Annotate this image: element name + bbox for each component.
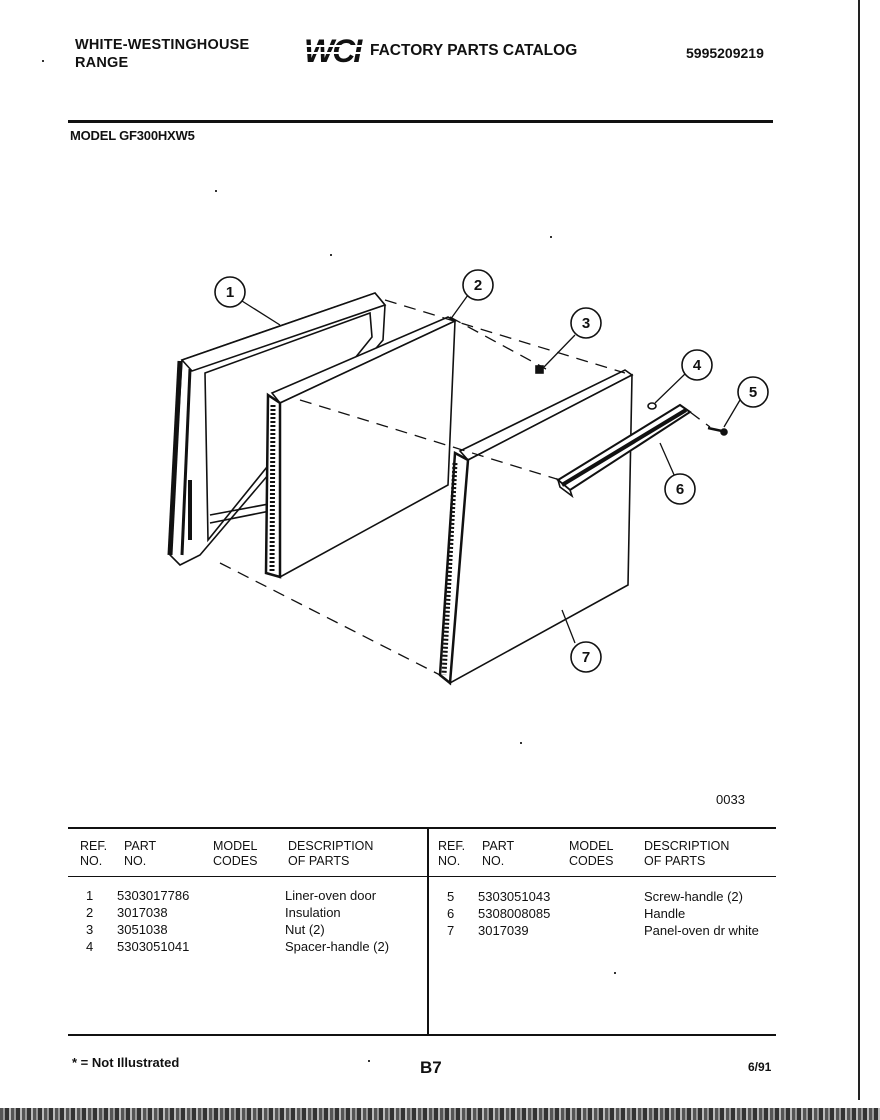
screw-drawing xyxy=(707,426,728,436)
spacer-drawing xyxy=(647,402,657,410)
insulation-drawing xyxy=(264,316,457,579)
part-number: 3051038 xyxy=(117,922,168,937)
header-ref: REF.NO. xyxy=(80,839,108,868)
callout-1-circle xyxy=(214,276,246,308)
wci-logo: WCI xyxy=(302,33,366,67)
scan-speck xyxy=(215,190,217,192)
document-number: 5995209219 xyxy=(686,45,764,61)
part-number: 5303017786 xyxy=(117,888,190,903)
part-number: 3017038 xyxy=(117,905,168,920)
callout-5-circle xyxy=(737,376,769,408)
callout-2: 2 xyxy=(474,277,482,294)
scan-speck xyxy=(614,972,616,974)
table-header-rule xyxy=(68,876,776,877)
part-number: 3017039 xyxy=(478,923,529,938)
ref-number: 1 xyxy=(86,888,94,903)
catalog-title: FACTORY PARTS CATALOG xyxy=(370,42,578,59)
exploded-parts-diagram: 1 2 3 4 5 6 7 xyxy=(167,269,769,686)
figure-code: 0033 xyxy=(716,792,745,807)
callout-2-circle xyxy=(462,269,494,301)
part-description: Insulation xyxy=(285,905,341,920)
scan-speck xyxy=(42,60,44,62)
callout-1: 1 xyxy=(226,284,234,301)
ref-number: 7 xyxy=(447,923,455,938)
brand-name: WHITE-WESTINGHOUSE xyxy=(75,37,250,53)
scan-speck xyxy=(550,236,552,238)
revision-date: 6/91 xyxy=(748,1060,772,1074)
part-description: Panel-oven dr white xyxy=(644,923,759,938)
table-column-divider xyxy=(427,828,429,1036)
page-edge xyxy=(858,0,860,1100)
model-number: MODEL GF300HXW5 xyxy=(70,128,195,143)
header-divider xyxy=(68,120,773,123)
not-illustrated-note: * = Not Illustrated xyxy=(72,1055,180,1070)
product-type: RANGE xyxy=(75,55,129,71)
panel-oven-door-drawing xyxy=(438,369,634,686)
ref-number: 5 xyxy=(447,889,455,904)
part-description: Handle xyxy=(644,906,686,921)
scan-speck xyxy=(330,254,332,256)
callout-6-circle xyxy=(664,473,696,505)
callout-3-circle xyxy=(570,307,602,339)
ref-number: 3 xyxy=(86,922,94,937)
scan-speck xyxy=(520,742,522,744)
callout-7-circle xyxy=(570,641,602,673)
part-number: 5308008085 xyxy=(478,906,551,921)
header-ref-right: REF.NO. xyxy=(438,839,466,868)
part-description: Screw-handle (2) xyxy=(644,889,743,904)
callout-3: 3 xyxy=(582,315,590,332)
scan-speck xyxy=(368,1060,370,1062)
table-top-rule xyxy=(68,827,776,829)
callout-4-circle xyxy=(681,349,713,381)
scan-edge xyxy=(0,1108,880,1120)
brand-block: WHITE-WESTINGHOUSE RANGE xyxy=(75,36,249,72)
callout-4: 4 xyxy=(693,357,702,374)
callout-5: 5 xyxy=(749,384,757,401)
part-description: Liner-oven door xyxy=(285,888,377,903)
part-description: Spacer-handle (2) xyxy=(285,939,390,954)
ref-number: 2 xyxy=(86,905,94,920)
svg-text:WCI: WCI xyxy=(304,33,363,67)
page-id: B7 xyxy=(420,1058,442,1077)
callout-7: 7 xyxy=(582,649,590,666)
ref-number: 4 xyxy=(86,939,94,954)
table-bottom-rule xyxy=(68,1034,776,1036)
part-description: Nut (2) xyxy=(285,922,325,937)
callout-6: 6 xyxy=(676,481,684,498)
ref-number: 6 xyxy=(447,906,455,921)
part-number: 5303051043 xyxy=(478,889,551,904)
part-number: 5303051041 xyxy=(117,939,190,954)
